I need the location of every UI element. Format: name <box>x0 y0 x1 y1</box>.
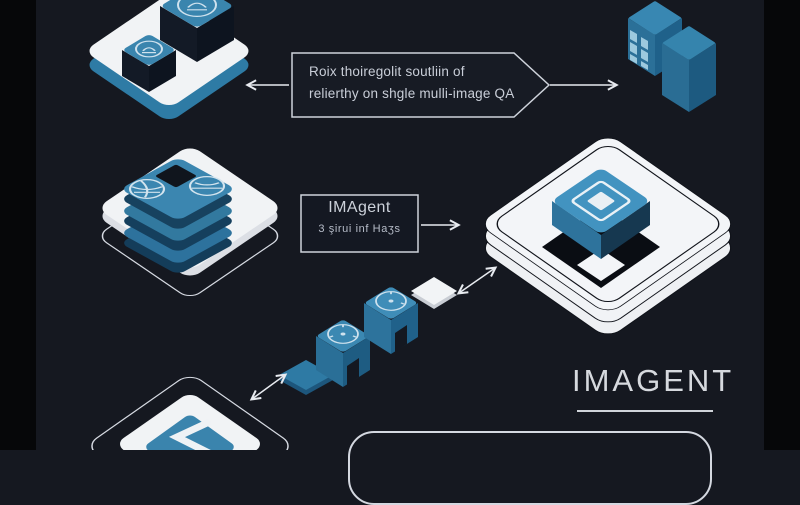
wordmark: IMAGENT <box>572 363 735 398</box>
callout-top-line1: Roix thoiregolit soutliin of <box>309 64 465 79</box>
emblem-circle-icon <box>177 0 217 17</box>
callout-top-box <box>291 52 551 118</box>
letterbox-right <box>764 0 800 450</box>
callout-mid-title: IMAgent <box>328 199 391 216</box>
emblem-circle-icon <box>135 40 163 58</box>
white-tile <box>411 277 457 305</box>
letterbox-left <box>0 0 36 450</box>
arrow-chain-platform <box>456 266 498 295</box>
dial-icon <box>327 324 359 344</box>
arrow-bottom-left <box>249 373 288 401</box>
callout-mid-box <box>300 194 419 253</box>
diagram-scene <box>89 0 732 450</box>
cube-chain <box>279 277 457 395</box>
globe-icon <box>128 179 166 199</box>
wordmark-underline <box>577 410 713 412</box>
platform-bottom-left <box>91 376 289 450</box>
platform-main <box>484 137 732 335</box>
window-grid-icon <box>630 30 648 70</box>
callout-mid-text: IMAgent 3 şirui inf Haʒs <box>301 199 418 235</box>
callout-top-line2: relierthy on shgle mulli-image QA <box>309 86 515 101</box>
dial-icon <box>375 291 407 311</box>
bottom-panel <box>348 431 712 505</box>
platform-stack <box>101 148 279 297</box>
callout-top-text: Roix thoiregolit soutliin of relierthy o… <box>309 61 541 105</box>
zigzag-icon <box>168 419 211 450</box>
globe-icon <box>188 176 226 196</box>
platform-top-left <box>89 0 249 120</box>
building-cubes <box>628 1 716 112</box>
callout-mid-subtitle: 3 şirui inf Haʒs <box>318 223 401 235</box>
